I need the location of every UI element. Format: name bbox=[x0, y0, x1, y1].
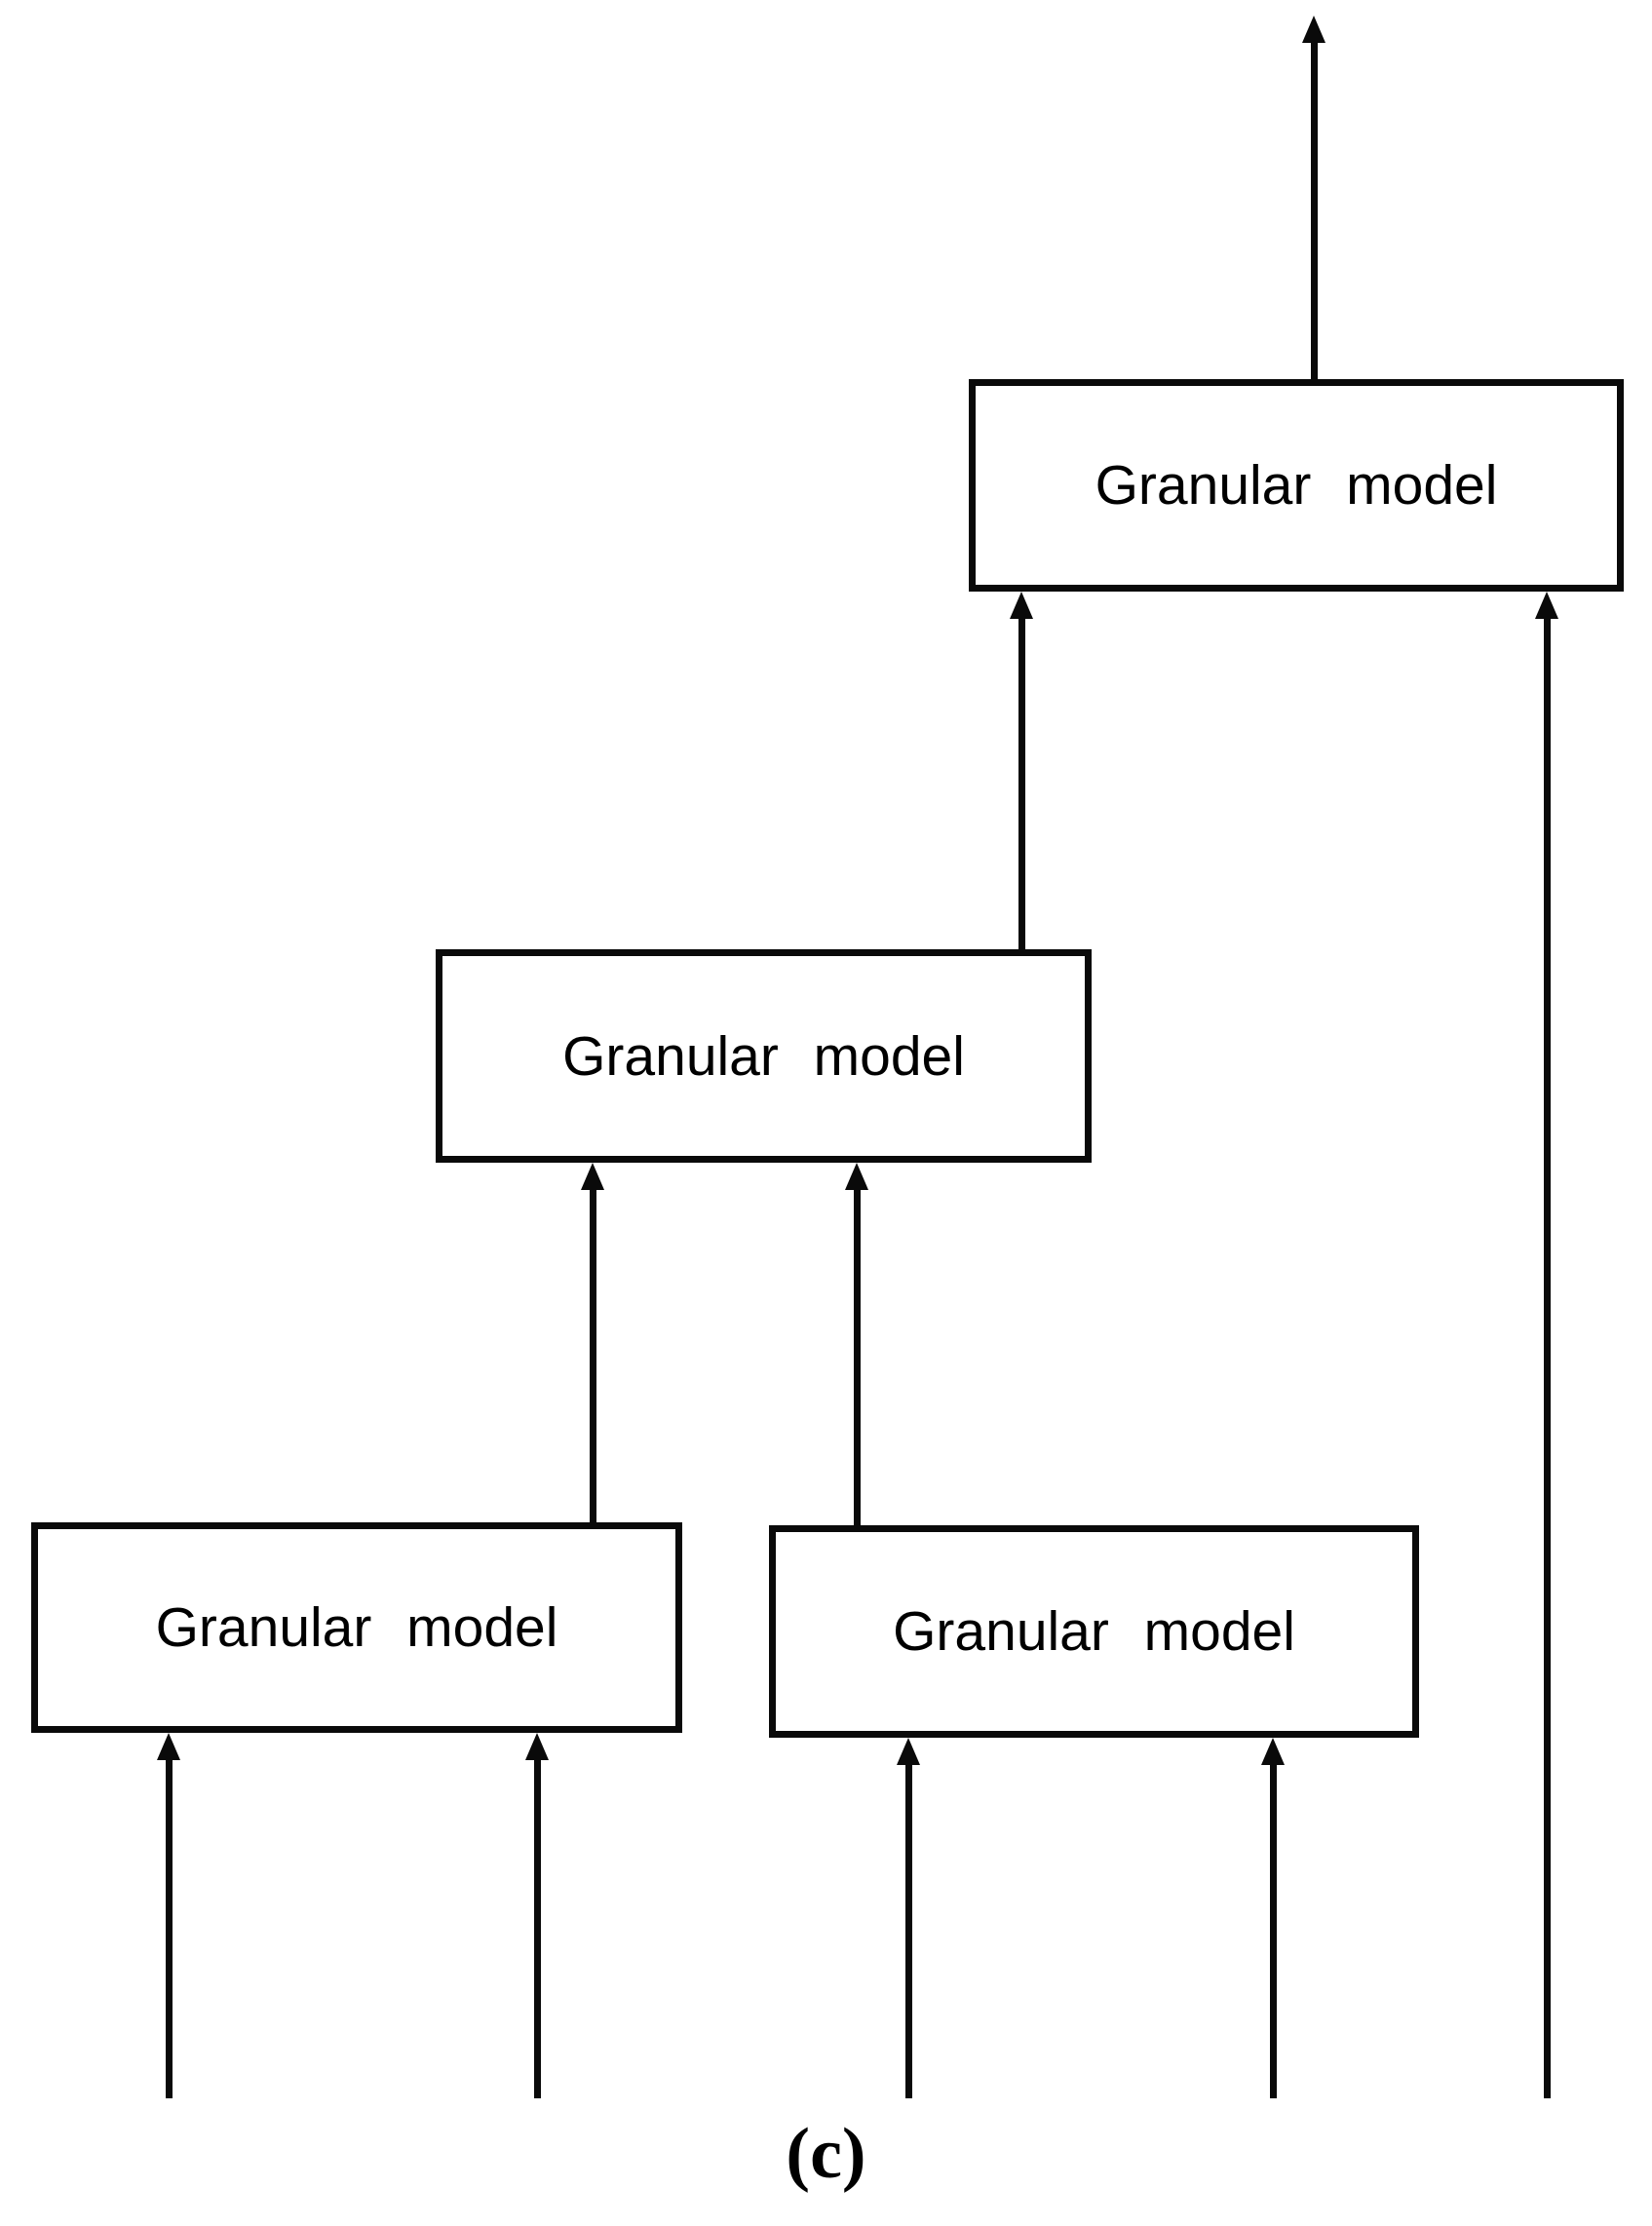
arrow-shaft bbox=[904, 1758, 912, 2098]
arrow-middle-to-top-icon bbox=[1010, 592, 1033, 949]
arrow-shaft bbox=[589, 1183, 596, 1522]
figure-caption: (c) bbox=[786, 2114, 866, 2194]
granular-model-label: Granular model bbox=[155, 1596, 558, 1659]
output-arrow-icon bbox=[1302, 16, 1325, 379]
granular-model-label: Granular model bbox=[1095, 454, 1498, 517]
granular-model-box-middle: Granular model bbox=[436, 949, 1092, 1163]
granular-model-box-bottom-left: Granular model bbox=[31, 1522, 682, 1733]
arrow-shaft bbox=[1018, 612, 1025, 949]
granular-model-label: Granular model bbox=[562, 1024, 965, 1088]
arrow-shaft bbox=[853, 1183, 861, 1525]
arrow-input-right-to-top-icon bbox=[1535, 592, 1558, 2098]
arrow-shaft bbox=[1543, 612, 1551, 2098]
input-arrow-2-icon bbox=[525, 1733, 549, 2098]
input-arrow-1-icon bbox=[157, 1733, 180, 2098]
arrow-shaft bbox=[165, 1753, 173, 2098]
input-arrow-3-icon bbox=[897, 1738, 920, 2098]
arrow-shaft bbox=[533, 1753, 541, 2098]
arrow-bottom-left-to-middle-icon bbox=[581, 1163, 604, 1522]
granular-model-label: Granular model bbox=[893, 1600, 1295, 1663]
input-arrow-4-icon bbox=[1261, 1738, 1285, 2098]
arrow-shaft bbox=[1310, 36, 1318, 379]
arrow-bottom-right-to-middle-icon bbox=[845, 1163, 868, 1525]
granular-model-box-top: Granular model bbox=[969, 379, 1624, 592]
arrow-shaft bbox=[1269, 1758, 1277, 2098]
granular-model-box-bottom-right: Granular model bbox=[769, 1525, 1419, 1738]
